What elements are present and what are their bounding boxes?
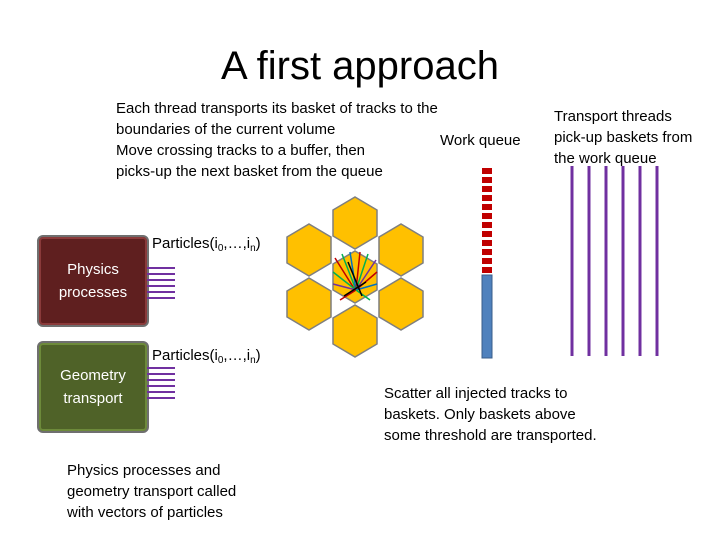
physics-vector-lines: [147, 267, 175, 299]
work-queue-label: Work queue: [440, 132, 521, 149]
hexagon-center: [332, 250, 378, 304]
hexagon-lower-right: [378, 277, 424, 331]
transport-threads: [570, 166, 659, 356]
transport-threads-text: Transport threads pick-up baskets from t…: [554, 108, 693, 167]
page-title: A first approach: [221, 44, 499, 88]
geometry-transport-box: Geometry transport: [37, 341, 149, 433]
track-lines: [332, 251, 378, 301]
hexagon-upper-right: [378, 223, 424, 277]
intro-text: Each thread transports its basket of tra…: [116, 100, 438, 180]
bottom-note: Physics processes and geometry transport…: [67, 462, 237, 521]
work-queue: [482, 168, 492, 273]
hexagon-lower-left: [286, 277, 332, 331]
particles-label-bottom: Particles(i0,…,in): [152, 347, 261, 366]
physics-processes-box: Physics processes: [37, 235, 149, 327]
scatter-text: Scatter all injected tracks to baskets. …: [384, 385, 597, 444]
hexagon-bottom: [332, 304, 378, 358]
hexagon-cluster: [286, 196, 424, 358]
hexagon-top: [332, 196, 378, 250]
geometry-vector-lines: [147, 367, 175, 399]
queue-bar: [481, 274, 493, 359]
particles-label-top: Particles(i0,…,in): [152, 235, 261, 254]
hexagon-upper-left: [286, 223, 332, 277]
